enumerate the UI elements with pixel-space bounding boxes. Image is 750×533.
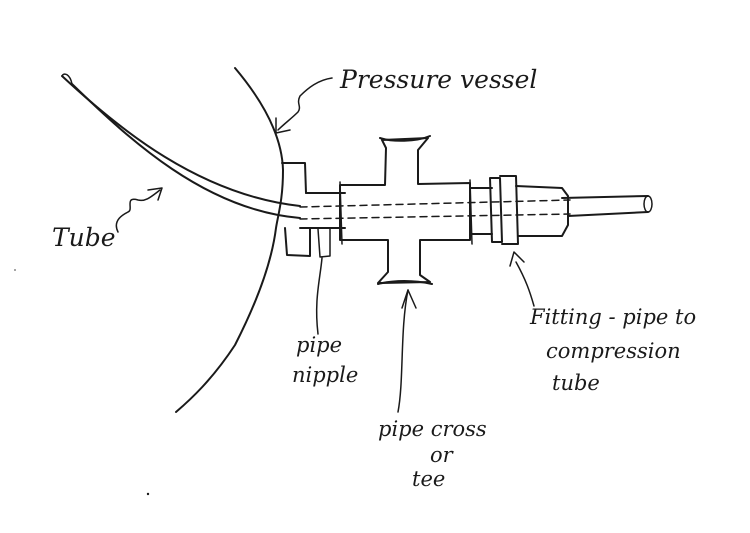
pipe-cross-arrow (401, 289, 417, 309)
pressure-vessel-wall (175, 67, 284, 413)
pipe-cross-label-3: tee (412, 467, 445, 491)
pipe-cross-bead-top (379, 135, 431, 142)
fitting-sleeve (515, 185, 569, 237)
tube-leader (115, 189, 161, 233)
pipe-cross-label-2: or (430, 443, 455, 467)
outlet-tube-top (561, 195, 649, 199)
stray-mark (146, 492, 150, 496)
fitting-leader (515, 261, 535, 307)
fitting-nut-right (499, 175, 519, 245)
inner-tube-top (299, 199, 571, 208)
inner-tube-bottom (299, 213, 571, 220)
tube-top-edge (61, 75, 301, 207)
pipe-cross-left-edge (339, 181, 343, 245)
pipe-cross-leader (397, 289, 409, 413)
fitting-nut-left (489, 177, 503, 243)
stray-mark (14, 269, 16, 271)
tube-end-cap (61, 73, 73, 85)
pressure-vessel-leader (277, 77, 333, 131)
vessel-boss-top (281, 162, 307, 194)
fitting-label-2: compression (546, 339, 681, 363)
pressure-vessel-arrow (275, 117, 291, 134)
tube-bottom-edge (71, 83, 301, 219)
outlet-tube-bottom (567, 211, 649, 217)
tube-arrow (147, 187, 163, 201)
vessel-boss-bottom (284, 227, 311, 257)
pipe-cross-bead-bottom (377, 280, 433, 285)
fitting-arrow (509, 251, 525, 267)
fitting-label-3: tube (552, 371, 600, 395)
fitting-label-1: Fitting - pipe to (529, 305, 696, 329)
tube-label: Tube (52, 223, 116, 252)
pipe-nipple-ring (317, 228, 331, 258)
pipe-cross-label-1: pipe cross (378, 417, 487, 441)
pipe-nipple-leader (315, 257, 323, 335)
pipe-cross-body (339, 137, 471, 284)
fitting-connector (469, 187, 493, 235)
pipe-nipple-label-2: nipple (292, 363, 358, 387)
pipe-nipple-label-1: pipe (296, 333, 342, 357)
pressure-vessel-label: Pressure vessel (339, 65, 537, 94)
outlet-tube-end (643, 195, 653, 213)
